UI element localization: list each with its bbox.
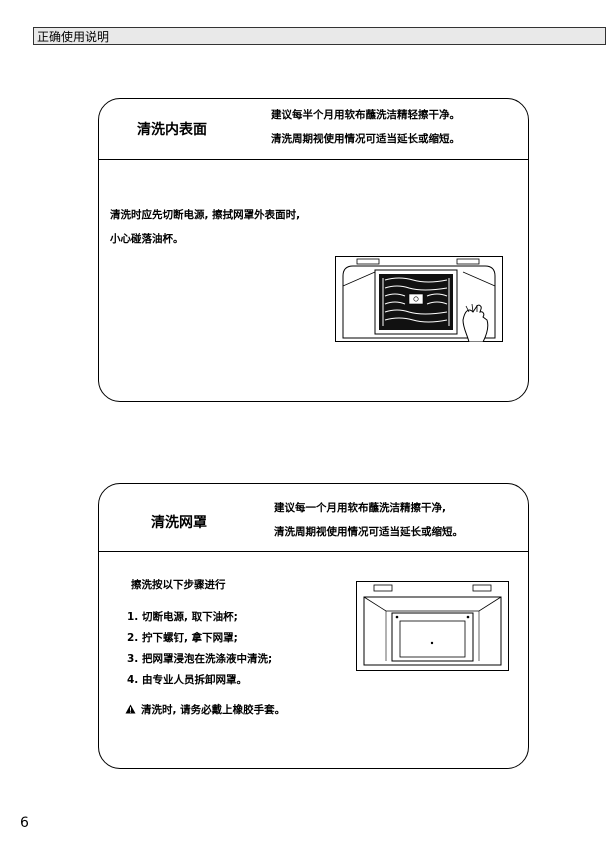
list-item: 3. 把网罩浸泡在洗涤液中清洗; xyxy=(127,653,273,665)
range-hood-wiping-illustration xyxy=(335,256,503,342)
section2-title: 清洗网罩 xyxy=(151,515,207,531)
section1-body-line2: 小心碰落油杯。 xyxy=(110,233,184,245)
warning-icon xyxy=(125,704,136,714)
section1-note-line2: 清洗周期视使用情况可适当延长或缩短。 xyxy=(271,133,460,145)
range-hood-mesh-illustration xyxy=(356,581,509,671)
safety-warning: 清洗时, 请务必戴上橡胶手套。 xyxy=(125,702,285,717)
section1-title: 清洗内表面 xyxy=(137,122,207,138)
section2-note-line2: 清洗周期视使用情况可适当延长或缩短。 xyxy=(274,526,463,538)
section2-note-line1: 建议每一个月用软布蘸洗洁精擦干净, xyxy=(274,502,446,514)
header-title: 正确使用说明 xyxy=(37,30,110,44)
page-number: 6 xyxy=(20,815,29,831)
list-item: 4. 由专业人员拆卸网罩。 xyxy=(127,674,247,686)
section1-body-line1: 清洗时应先切断电源, 擦拭网罩外表面时, xyxy=(110,209,301,221)
list-item: 1. 切断电源, 取下油杯; xyxy=(127,611,238,623)
section1-note-line1: 建议每半个月用软布蘸洗洁精轻擦干净。 xyxy=(271,109,460,121)
section2-divider xyxy=(99,551,528,552)
section-clean-filter-mesh: 清洗网罩 建议每一个月用软布蘸洗洁精擦干净, 清洗周期视使用情况可适当延长或缩短… xyxy=(98,483,529,769)
list-item: 2. 拧下螺钉, 拿下网罩; xyxy=(127,632,238,644)
section2-intro: 擦洗按以下步骤进行 xyxy=(131,579,226,591)
section-clean-inner-surface: 清洗内表面 建议每半个月用软布蘸洗洁精轻擦干净。 清洗周期视使用情况可适当延长或… xyxy=(98,98,529,402)
header-bar: 正确使用说明 xyxy=(33,27,606,45)
safety-warning-text: 清洗时, 请务必戴上橡胶手套。 xyxy=(141,704,286,716)
section1-divider xyxy=(99,159,528,160)
